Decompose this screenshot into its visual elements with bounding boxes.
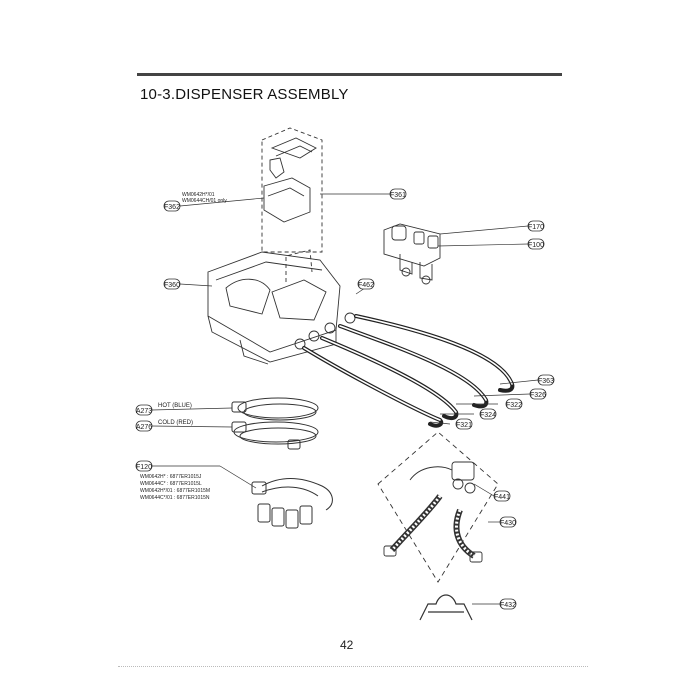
svg-text:F432: F432: [500, 602, 516, 609]
svg-text:F360: F360: [164, 282, 180, 289]
svg-text:F170: F170: [528, 224, 544, 231]
callout-f322: F322: [505, 398, 523, 410]
harness-note-1: WM0642H* : 6877ER1015J: [140, 474, 202, 480]
svg-text:F326: F326: [530, 392, 546, 399]
inlet-valve: [383, 223, 441, 285]
callout-a273: A273: [135, 404, 153, 416]
inlet-hoses: [231, 397, 319, 450]
hot-label: HOT (BLUE): [158, 403, 192, 409]
svg-text:F430: F430: [500, 520, 516, 527]
callout-f430: F430: [499, 516, 517, 528]
svg-text:F462: F462: [358, 282, 374, 289]
callout-f326: F326: [529, 388, 547, 400]
callout-f360: F360: [163, 278, 181, 290]
callout-f170: F170: [527, 220, 545, 232]
callout-f361: F361: [389, 188, 407, 200]
svg-text:F321: F321: [456, 422, 472, 429]
bottom-dotted-line: [118, 666, 588, 667]
callout-f120: F120: [135, 460, 153, 472]
callout-f462: F462: [357, 278, 375, 290]
svg-text:F362: F362: [164, 204, 180, 211]
svg-text:F100: F100: [528, 242, 544, 249]
svg-text:A276: A276: [136, 424, 152, 431]
callout-f100: F100: [527, 238, 545, 250]
model-note-2: WM0644CH/01 only: [182, 198, 227, 204]
svg-text:F361: F361: [390, 192, 406, 199]
dispenser-assembly: [207, 127, 356, 365]
svg-text:F322: F322: [506, 402, 522, 409]
drain-assembly: [377, 431, 499, 583]
harness-note-4: WM0644C*/01 : 6877ER1015N: [140, 495, 210, 501]
model-note-1: WM0642H*/01: [182, 192, 215, 198]
callout-a276: A276: [135, 420, 153, 432]
hoses: [302, 314, 515, 428]
title-rule: [137, 73, 562, 76]
svg-text:F363: F363: [538, 378, 554, 385]
svg-text:F120: F120: [136, 464, 152, 471]
page-number: 42: [340, 638, 354, 652]
callout-f363: F363: [537, 374, 555, 386]
section-title: 10-3.DISPENSER ASSEMBLY: [140, 86, 349, 103]
leader-lines: [150, 193, 539, 605]
harness-note-3: WM0642H*/01 : 6877ER1015M: [140, 488, 210, 494]
callout-f324: F324: [479, 408, 497, 420]
svg-text:A273: A273: [136, 408, 152, 415]
svg-text:F324: F324: [480, 412, 496, 419]
svg-text:F441: F441: [494, 494, 510, 501]
callout-f432: F432: [499, 598, 517, 610]
callout-f321: F321: [455, 418, 473, 430]
callout-f362: F362: [163, 200, 181, 212]
wire-harness: [251, 478, 333, 529]
hose-bracket: [419, 594, 473, 621]
callout-f441: F441: [493, 490, 511, 502]
cold-label: COLD (RED): [158, 420, 193, 426]
harness-note-2: WM0644C* : 6877ER1015L: [140, 481, 202, 487]
